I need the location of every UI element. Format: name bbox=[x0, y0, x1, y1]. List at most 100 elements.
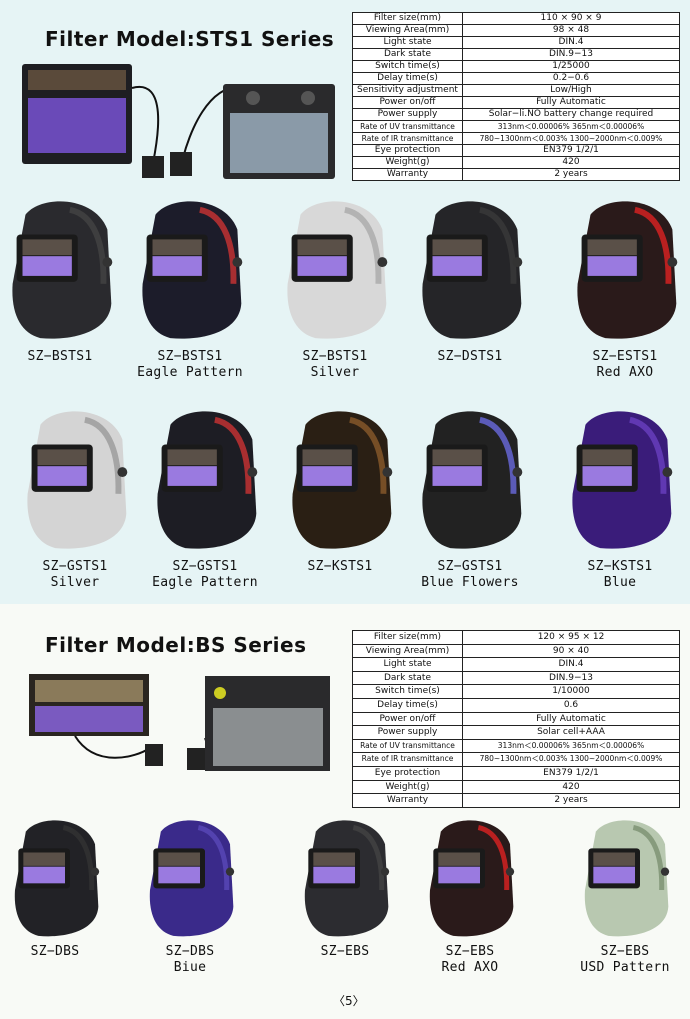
spec-value: 2 years bbox=[462, 168, 680, 181]
welding-helmet-image bbox=[429, 820, 515, 937]
spec-label: Rate of UV transmittance bbox=[352, 120, 463, 133]
welding-helmet-image bbox=[149, 820, 235, 937]
welding-helmet-image bbox=[292, 411, 393, 549]
spec-label: Light state bbox=[352, 36, 463, 49]
spec-value: 313nm＜0.00006% 365nm＜0.00006% bbox=[462, 120, 680, 133]
product-model: SZ−DSTS1 bbox=[437, 349, 503, 364]
spec-value: EN379 1/2/1 bbox=[462, 765, 680, 781]
welding-helmet-image bbox=[422, 201, 523, 339]
spec-value: Solar−li.NO battery change required bbox=[462, 108, 680, 121]
spec-value: Fully Automatic bbox=[462, 96, 680, 109]
spec-label: Weight(g) bbox=[352, 779, 463, 795]
spec-row: Filter size(mm)120 × 95 × 12 bbox=[352, 630, 680, 645]
spec-value: 780~1300nm＜0.003% 1300~2000nm＜0.009% bbox=[462, 132, 680, 145]
bs-series-title: Filter Model:BS Series bbox=[45, 633, 307, 657]
page-number: 〈5〉 bbox=[333, 994, 365, 1008]
product-variant: Blue Flowers bbox=[421, 575, 519, 590]
product-model: SZ−DBS bbox=[30, 944, 80, 959]
spec-label: Switch time(s) bbox=[352, 684, 463, 699]
product-card: SZ−EBS Red AXO bbox=[400, 815, 540, 976]
product-card: SZ−GSTS1 Eagle Pattern bbox=[135, 405, 275, 591]
spec-row: Weight(g)420 bbox=[352, 156, 680, 169]
spec-label: Sensitivity adjustment bbox=[352, 84, 463, 97]
spec-value: 313nm＜0.00006% 365nm＜0.00006% bbox=[462, 738, 680, 754]
product-card: SZ−BSTS1 bbox=[0, 195, 130, 365]
product-model: SZ−KSTS1 bbox=[587, 559, 653, 574]
spec-value: DIN.4 bbox=[462, 36, 680, 49]
spec-label: Weight(g) bbox=[352, 156, 463, 169]
spec-label: Power on/off bbox=[352, 711, 463, 727]
welding-helmet-image bbox=[577, 201, 678, 339]
sts1-filter-image bbox=[22, 64, 335, 179]
spec-label: Dark state bbox=[352, 48, 463, 61]
spec-value: DIN.9−13 bbox=[462, 48, 680, 61]
product-card: SZ−EBS bbox=[275, 815, 415, 960]
spec-value: Solar cell+AAA bbox=[462, 725, 680, 740]
spec-value: 420 bbox=[462, 779, 680, 795]
spec-label: Rate of IR transmittance bbox=[352, 752, 463, 767]
spec-row: Switch time(s)1/10000 bbox=[352, 684, 680, 699]
spec-label: Delay time(s) bbox=[352, 72, 463, 85]
welding-helmet-image bbox=[304, 820, 390, 937]
welding-helmet-image bbox=[27, 411, 128, 549]
welding-helmet-image bbox=[157, 411, 258, 549]
spec-label: Power supply bbox=[352, 725, 463, 740]
product-variant: Red AXO bbox=[441, 960, 499, 975]
product-model: SZ−DBS bbox=[165, 944, 215, 959]
spec-value: EN379 1/2/1 bbox=[462, 144, 680, 157]
spec-value: DIN.4 bbox=[462, 657, 680, 672]
product-model: SZ−GSTS1 bbox=[437, 559, 503, 574]
product-variant: Silver bbox=[310, 365, 360, 380]
product-model: SZ−BSTS1 bbox=[302, 349, 368, 364]
product-card: SZ−BSTS1 Eagle Pattern bbox=[120, 195, 260, 381]
spec-value: 420 bbox=[462, 156, 680, 169]
product-card: SZ−DSTS1 bbox=[400, 195, 540, 365]
bs-filter-image bbox=[29, 674, 330, 771]
welding-helmet-image bbox=[12, 201, 113, 339]
product-model: SZ−EBS bbox=[320, 944, 370, 959]
spec-label: Filter size(mm) bbox=[352, 630, 463, 645]
spec-value: Low/High bbox=[462, 84, 680, 97]
spec-value: 110 × 90 × 9 bbox=[462, 12, 680, 25]
spec-value: DIN.9−13 bbox=[462, 670, 680, 686]
spec-row: Viewing Area(mm)98 × 48 bbox=[352, 24, 680, 37]
spec-value: 0.6 bbox=[462, 697, 680, 713]
product-card: SZ−KSTS1 Blue bbox=[550, 405, 690, 591]
spec-value: 0.2−0.6 bbox=[462, 72, 680, 85]
product-card: SZ−EBS USD Pattern bbox=[555, 815, 690, 976]
product-card: SZ−DBS Biue bbox=[120, 815, 260, 976]
spec-value: 1/25000 bbox=[462, 60, 680, 73]
spec-label: Power on/off bbox=[352, 96, 463, 109]
product-model: SZ−BSTS1 bbox=[27, 349, 93, 364]
spec-row: Delay time(s)0.6 bbox=[352, 697, 680, 713]
product-card: SZ−GSTS1 Silver bbox=[5, 405, 145, 591]
product-card: SZ−ESTS1 Red AXO bbox=[555, 195, 690, 381]
spec-label: Delay time(s) bbox=[352, 697, 463, 713]
welding-helmet-image bbox=[287, 201, 388, 339]
product-variant: Eagle Pattern bbox=[137, 365, 243, 380]
spec-label: Rate of IR transmittance bbox=[352, 132, 463, 145]
spec-label: Filter size(mm) bbox=[352, 12, 463, 25]
spec-label: Warranty bbox=[352, 168, 463, 181]
product-card: SZ−BSTS1 Silver bbox=[265, 195, 405, 381]
spec-value: 1/10000 bbox=[462, 684, 680, 699]
product-variant: Silver bbox=[50, 575, 100, 590]
product-model: SZ−GSTS1 bbox=[172, 559, 238, 574]
welding-helmet-image bbox=[584, 820, 670, 937]
product-variant: Biue bbox=[173, 960, 207, 975]
spec-value: 120 × 95 × 12 bbox=[462, 630, 680, 645]
welding-helmet-image bbox=[142, 201, 243, 339]
spec-label: Switch time(s) bbox=[352, 60, 463, 73]
spec-row: Delay time(s)0.2−0.6 bbox=[352, 72, 680, 85]
